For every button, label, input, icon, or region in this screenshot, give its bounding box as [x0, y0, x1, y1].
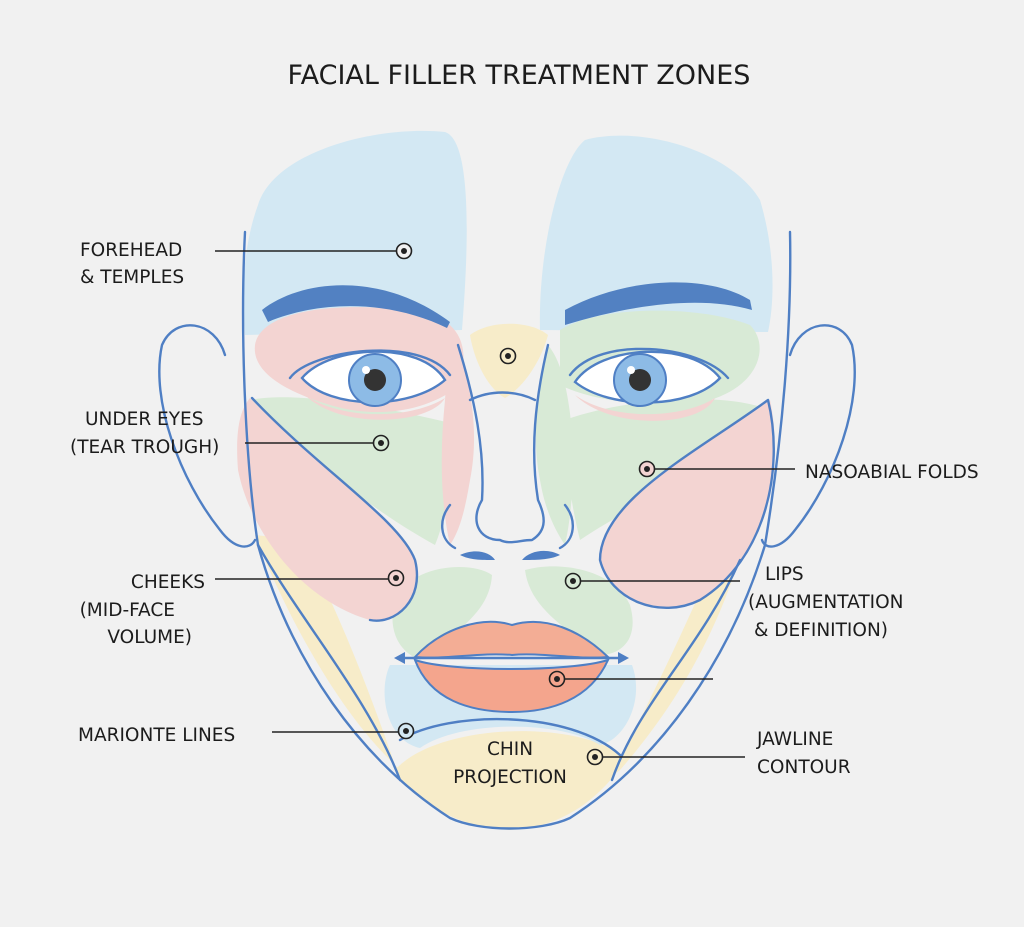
nostril-right: [522, 550, 560, 560]
label-lips-line3: & DEFINITION): [754, 620, 888, 641]
jaw-right-line: [610, 558, 742, 782]
under-eye-left-pink: [305, 395, 445, 420]
label-lips-line1: LIPS: [765, 564, 804, 585]
zone-labels: FOREHEAD & TEMPLES UNDER EYES (TEAR TROU…: [70, 240, 979, 788]
marker-forehead[interactable]: [395, 242, 413, 260]
nose-bridge-line: [468, 391, 537, 402]
label-forehead-line1: FOREHEAD: [80, 240, 182, 261]
lip-arrow-right: [618, 652, 629, 664]
label-chin-line2: PROJECTION: [453, 767, 567, 788]
label-under-eyes-line2: (TEAR TROUGH): [70, 437, 219, 458]
cheek-right-line: [598, 398, 775, 610]
marker-under-eyes[interactable]: [372, 434, 390, 452]
cheek-right-zone: [600, 400, 775, 608]
marker-jawline[interactable]: [586, 748, 604, 766]
nose-left-pink-zone: [441, 345, 475, 545]
eye-right: [568, 347, 730, 407]
zone-markers: [372, 242, 656, 766]
label-lips-line2: (AUGMENTATION: [748, 592, 903, 613]
lip-arrow-left: [394, 652, 405, 664]
face-outline: [158, 230, 856, 830]
chin-zone: [395, 731, 625, 830]
cheek-left-line: [250, 396, 418, 622]
eyebrow-left: [262, 285, 450, 328]
ear-left: [158, 324, 257, 548]
cheek-left-zone: [237, 398, 417, 621]
nose-right-green-zone: [535, 345, 573, 545]
jaw-right-zone: [560, 540, 745, 815]
marker-marionette[interactable]: [397, 722, 415, 740]
nostril-left-line: [441, 503, 457, 550]
leader-lines: [215, 250, 795, 758]
label-jawline-line2: CONTOUR: [757, 757, 851, 778]
mouth-left-green-zone: [392, 567, 492, 660]
label-cheeks-line2: (MID-FACE: [80, 600, 175, 621]
face-contour: [241, 230, 792, 830]
marker-mouth-right[interactable]: [564, 572, 582, 590]
eyebrow-right: [565, 282, 752, 325]
nostril-right-line: [558, 503, 574, 550]
label-cheeks-line3: VOLUME): [107, 627, 192, 648]
ear-right: [760, 324, 856, 548]
nostril-left: [460, 551, 495, 560]
forehead-left-zone: [243, 130, 467, 335]
label-under-eyes-line1: UNDER EYES: [85, 409, 203, 430]
jaw-left-line: [256, 543, 402, 782]
jaw-left-zone: [255, 535, 470, 815]
diagram-title: FACIAL FILLER TREATMENT ZONES: [288, 60, 751, 91]
undereye-left-green-zone: [250, 397, 458, 545]
label-forehead-line2: & TEMPLES: [80, 267, 184, 288]
marker-nose-bridge[interactable]: [499, 347, 517, 365]
forehead-right-zone: [539, 135, 773, 332]
marker-nasolabial[interactable]: [638, 460, 656, 478]
label-chin-line1: CHIN: [487, 739, 533, 760]
under-eye-right-pink: [575, 395, 715, 421]
mouth-right-green-zone: [525, 566, 633, 655]
nose-outline: [456, 343, 550, 544]
marker-cheeks[interactable]: [387, 569, 405, 587]
label-cheeks-line1: CHEEKS: [131, 572, 205, 593]
label-marionette: MARIONTE LINES: [78, 725, 235, 746]
chin-line: [398, 717, 622, 757]
zone-fills: [237, 130, 775, 830]
marker-lips[interactable]: [548, 670, 566, 688]
label-jawline-line1: JAWLINE: [756, 729, 833, 750]
eye-left: [288, 349, 452, 407]
label-nasolabial: NASOABIAL FOLDS: [805, 462, 979, 483]
